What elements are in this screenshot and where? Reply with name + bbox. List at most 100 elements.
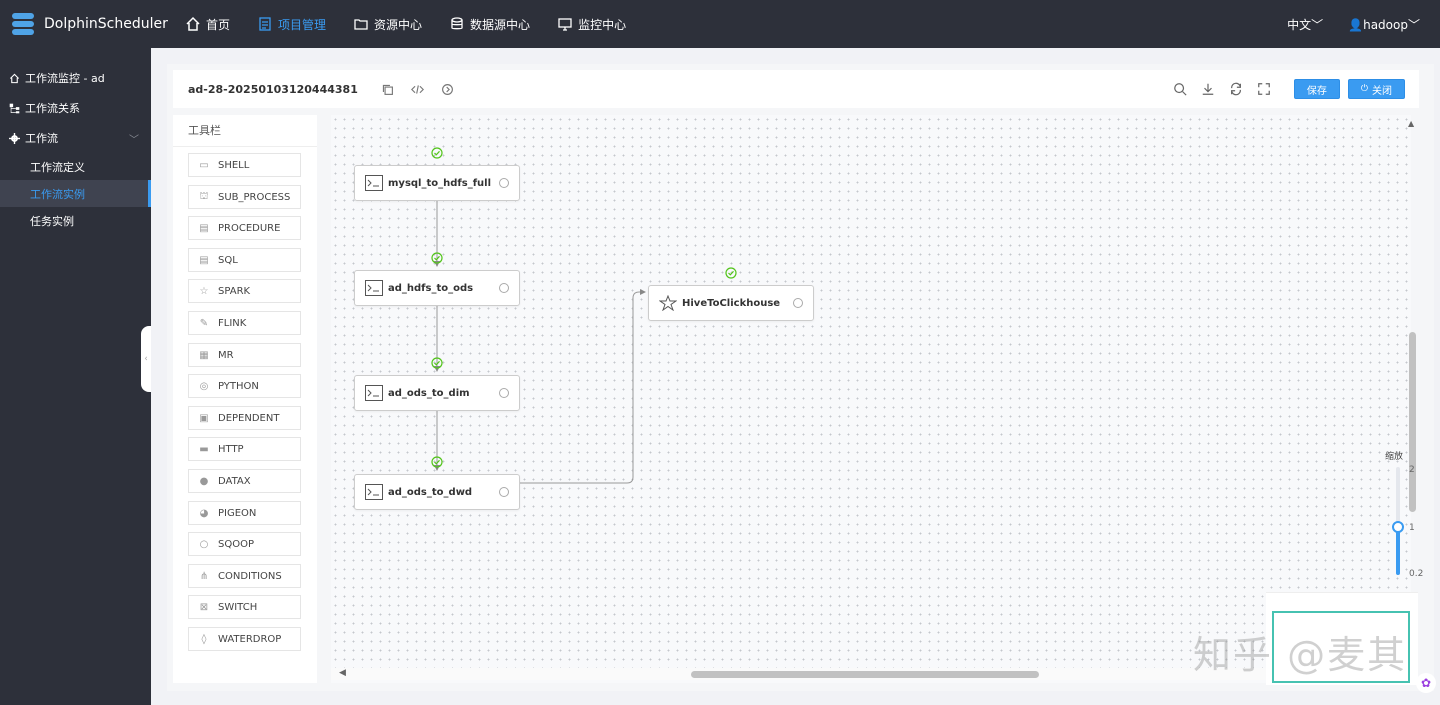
tool-pigeon[interactable]: ◕PIGEON bbox=[188, 501, 301, 525]
chevron-down-icon: ﹀ bbox=[1407, 17, 1420, 32]
dag-editor: ad-28-20250103120444381 保存 ⏻关闭 工具栏 ▭SHEL… bbox=[167, 64, 1434, 691]
tool-http[interactable]: ▬ HTTP bbox=[188, 437, 301, 461]
info-icon[interactable] bbox=[440, 81, 456, 97]
success-status-icon bbox=[431, 456, 443, 468]
nav-label: 数据源中心 bbox=[470, 17, 531, 32]
tool-conditions[interactable]: ⋔ CONDITIONS bbox=[188, 564, 301, 588]
sidebar-sub-workflow-definition[interactable]: 工作流定义 bbox=[30, 160, 85, 174]
tool-switch[interactable]: ⊠SWITCH bbox=[188, 595, 301, 619]
tool-procedure[interactable]: ▤PROCEDURE bbox=[188, 216, 301, 240]
sidebar-collapse-toggle[interactable]: ‹ bbox=[141, 326, 151, 392]
dag-node[interactable]: ad_ods_to_dim bbox=[354, 375, 520, 411]
success-status-icon bbox=[431, 252, 443, 264]
sidebar-item-workflow[interactable]: 工作流 ﹀ bbox=[0, 123, 151, 153]
zoom-slider-handle[interactable] bbox=[1392, 521, 1404, 533]
app-logo[interactable]: DolphinScheduler bbox=[8, 10, 168, 38]
hierarchy-icon: ⛫ bbox=[199, 190, 209, 202]
tool-spark[interactable]: ☆SPARK bbox=[188, 279, 301, 303]
user-dropdown[interactable]: 👤hadoop﹀ bbox=[1348, 16, 1420, 33]
tool-mr[interactable]: ▦MR bbox=[188, 343, 301, 367]
tool-python[interactable]: ◎ PYTHON bbox=[188, 374, 301, 398]
sidebar-item-workflow-relation[interactable]: 工作流关系 bbox=[0, 93, 151, 123]
user-name: hadoop bbox=[1363, 17, 1408, 32]
horizontal-scroll-thumb[interactable] bbox=[691, 671, 1039, 678]
node-info-icon[interactable] bbox=[793, 298, 803, 308]
nav-item-resources[interactable]: 资源中心 bbox=[353, 0, 422, 48]
tool-waterdrop[interactable]: ◊ WATERDROP bbox=[188, 627, 301, 651]
flink-icon: ✎ bbox=[199, 317, 209, 329]
nav-item-home[interactable]: 首页 bbox=[185, 0, 230, 48]
nav-item-projects[interactable]: 项目管理 bbox=[257, 0, 326, 48]
datax-icon: ● bbox=[199, 475, 209, 487]
node-label: HiveToClickhouse bbox=[682, 297, 781, 309]
tool-sql[interactable]: ▤SQL bbox=[188, 248, 301, 272]
zoom-slider-fill bbox=[1396, 527, 1400, 575]
node-info-icon[interactable] bbox=[499, 388, 509, 398]
tool-flink[interactable]: ✎ FLINK bbox=[188, 311, 301, 335]
node-info-icon[interactable] bbox=[499, 487, 509, 497]
scroll-left-icon[interactable]: ◀ bbox=[339, 668, 346, 678]
waterdrop-icon: ◊ bbox=[201, 633, 207, 645]
dolphin-logo-icon bbox=[8, 10, 38, 38]
language-dropdown[interactable]: 中文﹀ bbox=[1287, 16, 1323, 33]
close-button[interactable]: ⏻关闭 bbox=[1347, 79, 1405, 99]
tool-label: SQL bbox=[218, 254, 238, 266]
vertical-scroll-thumb[interactable] bbox=[1409, 332, 1416, 512]
sidebar-sub-workflow-instance[interactable]: 工作流实例 bbox=[0, 180, 151, 207]
search-icon[interactable] bbox=[1172, 81, 1188, 97]
edge bbox=[520, 289, 646, 484]
minimap-viewport[interactable] bbox=[1272, 611, 1410, 683]
zoom-label: 缩放 bbox=[1385, 452, 1404, 462]
gear-icon bbox=[9, 132, 20, 144]
sidebar-item-workflow-monitor[interactable]: 工作流监控 - ad bbox=[0, 63, 151, 93]
dag-canvas[interactable]: mysql_to_hdfs_full ad_hdfs_to_ods ad_ods… bbox=[331, 115, 1411, 683]
dag-node[interactable]: HiveToClickhouse bbox=[648, 285, 814, 321]
download-icon[interactable] bbox=[1200, 81, 1216, 97]
procedure-icon: ▤ bbox=[199, 222, 209, 234]
tool-label: HTTP bbox=[218, 443, 244, 455]
save-label: 保存 bbox=[1306, 85, 1327, 97]
dag-node[interactable]: mysql_to_hdfs_full bbox=[354, 165, 520, 201]
dag-node[interactable]: ad_ods_to_dwd bbox=[354, 474, 520, 510]
fullscreen-icon[interactable] bbox=[1256, 81, 1272, 97]
code-icon[interactable] bbox=[410, 81, 426, 97]
canvas-vertical-scrollbar[interactable]: ▲ bbox=[1407, 116, 1417, 676]
tool-label: PYTHON bbox=[218, 380, 259, 392]
terminal-icon: ▭ bbox=[199, 159, 209, 171]
user-icon: 👤 bbox=[1348, 17, 1364, 32]
tool-sub-process[interactable]: ⛫SUB_PROCESS bbox=[188, 185, 301, 209]
relation-icon bbox=[9, 103, 20, 113]
http-icon: ▬ bbox=[199, 443, 209, 455]
tool-label: WATERDROP bbox=[218, 633, 282, 645]
scroll-up-icon[interactable]: ▲ bbox=[1408, 119, 1415, 128]
tool-shell[interactable]: ▭SHELL bbox=[188, 153, 301, 177]
node-info-icon[interactable] bbox=[499, 283, 509, 293]
canvas-horizontal-scrollbar[interactable]: ◀ bbox=[331, 668, 1411, 680]
copy-icon[interactable] bbox=[380, 81, 396, 97]
terminal-icon bbox=[365, 385, 383, 401]
dag-node[interactable]: ad_hdfs_to_ods bbox=[354, 270, 520, 306]
nav-item-datasource[interactable]: 数据源中心 bbox=[449, 0, 530, 48]
tool-label: FLINK bbox=[218, 317, 247, 329]
save-button[interactable]: 保存 bbox=[1293, 79, 1340, 99]
conditions-icon: ⋔ bbox=[199, 570, 209, 582]
tool-label: MR bbox=[218, 349, 234, 361]
switch-icon: ⊠ bbox=[199, 601, 209, 613]
node-info-icon[interactable] bbox=[499, 178, 509, 188]
tool-dependent[interactable]: ▣DEPENDENT bbox=[188, 406, 301, 430]
python-icon: ◎ bbox=[199, 380, 209, 392]
zoom-min-label: 0.2 bbox=[1409, 569, 1424, 579]
refresh-icon[interactable] bbox=[1228, 81, 1244, 97]
sidebar-sub-task-instance[interactable]: 任务实例 bbox=[30, 214, 74, 228]
sidebar-item-label: 工作流 bbox=[25, 132, 58, 145]
monitor-icon bbox=[558, 18, 572, 31]
tool-datax[interactable]: ●DATAX bbox=[188, 469, 301, 493]
minimap[interactable] bbox=[1266, 592, 1418, 685]
tool-label: CONDITIONS bbox=[218, 570, 282, 582]
tool-sqoop[interactable]: ○SQOOP bbox=[188, 532, 301, 556]
zoom-current-label: 1 bbox=[1409, 523, 1415, 533]
star-icon: ☆ bbox=[199, 285, 209, 297]
nav-item-monitor[interactable]: 监控中心 bbox=[557, 0, 626, 48]
close-label: 关闭 bbox=[1372, 85, 1392, 97]
assistant-floating-icon[interactable]: ✿ bbox=[1416, 673, 1436, 693]
